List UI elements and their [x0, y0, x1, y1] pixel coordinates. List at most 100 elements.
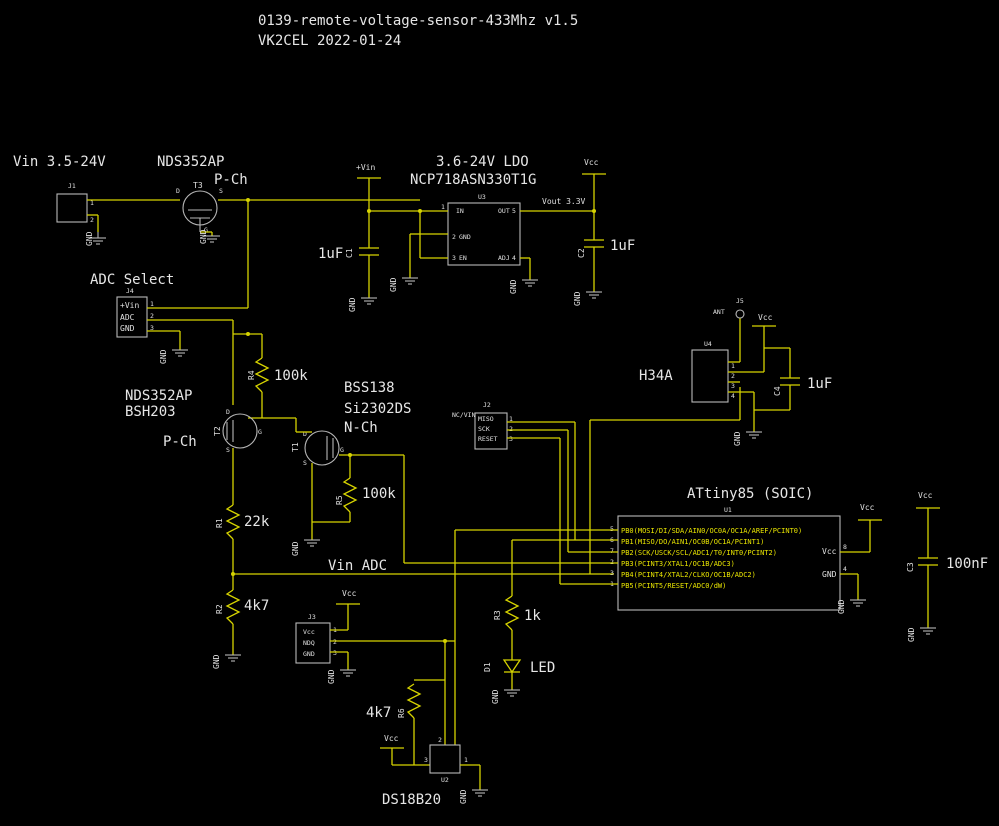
svg-text:GND: GND: [303, 650, 315, 658]
svg-text:Vcc: Vcc: [822, 547, 837, 556]
t2-type-label: P-Ch: [163, 434, 197, 450]
svg-text:R6: R6: [397, 708, 406, 718]
svg-text:PB4(PCINT4/XTAL2/CLKO/OC1B/ADC: PB4(PCINT4/XTAL2/CLKO/OC1B/ADC2): [621, 571, 756, 579]
c2-capacitor: C2: [577, 239, 604, 258]
svg-text:5: 5: [512, 207, 516, 215]
gnd-symbol: GND: [159, 349, 188, 364]
svg-text:1: 1: [509, 415, 513, 423]
svg-text:GND: GND: [491, 689, 500, 704]
svg-text:2: 2: [333, 638, 337, 646]
svg-text:D: D: [226, 408, 230, 416]
r4-value: 100k: [274, 368, 308, 384]
ldo-part-label: NCP718ASN330T1G: [410, 172, 536, 188]
ds18b20-label: DS18B20: [382, 792, 441, 808]
gnd-symbol: GND: [85, 231, 106, 246]
svg-text:3: 3: [509, 435, 513, 443]
vcc-label: Vcc: [584, 158, 599, 167]
vcc-label: Vcc: [342, 589, 357, 598]
svg-text:D1: D1: [483, 662, 492, 672]
svg-text:G: G: [204, 226, 208, 234]
r3-value: 1k: [524, 608, 541, 624]
svg-text:GND: GND: [459, 789, 468, 804]
svg-text:R1: R1: [215, 518, 224, 528]
ldo-range-label: 3.6-24V LDO: [436, 154, 529, 170]
svg-text:J1: J1: [68, 182, 76, 190]
t1-type-label: N-Ch: [344, 420, 378, 436]
svg-text:S: S: [219, 187, 223, 195]
svg-text:GND: GND: [327, 669, 336, 684]
svg-text:T1: T1: [291, 442, 300, 452]
vin-range-label: Vin 3.5-24V: [13, 154, 106, 170]
title-line-1: 0139-remote-voltage-sensor-433Mhz v1.5: [258, 13, 578, 29]
r3-resistor: R3: [493, 595, 520, 631]
svg-text:2: 2: [438, 736, 442, 744]
gnd-symbol: GND: [459, 789, 488, 804]
svg-text:1: 1: [150, 300, 154, 308]
svg-text:U3: U3: [478, 193, 486, 201]
svg-text:2: 2: [90, 216, 94, 224]
r4-resistor: R4: [247, 357, 270, 393]
svg-text:1: 1: [441, 203, 445, 211]
svg-text:GND: GND: [212, 654, 221, 669]
c2-value: 1uF: [610, 238, 635, 254]
svg-text:PB5(PCINT5/RESET/ADC0/dW): PB5(PCINT5/RESET/ADC0/dW): [621, 582, 726, 590]
gnd-symbol: GND: [837, 599, 866, 614]
gnd-symbol: GND: [389, 277, 418, 292]
svg-text:J2: J2: [483, 401, 491, 409]
svg-text:2: 2: [452, 233, 456, 241]
gnd-symbol: GND: [327, 669, 356, 684]
gnd-symbol: GND: [491, 689, 520, 704]
vcc-label: Vcc: [758, 313, 773, 322]
svg-text:PB3(PCINT3/XTAL1/OC1B/ADC3): PB3(PCINT3/XTAL1/OC1B/ADC3): [621, 560, 735, 568]
svg-text:PB2(SCK/USCK/SCL/ADC1/T0/INT0/: PB2(SCK/USCK/SCL/ADC1/T0/INT0/PCINT2): [621, 549, 777, 557]
svg-text:SCK: SCK: [478, 425, 490, 433]
svg-text:GND: GND: [85, 231, 94, 246]
c3-capacitor: C3: [906, 557, 938, 572]
svg-text:GND: GND: [389, 277, 398, 292]
svg-text:GND: GND: [199, 229, 208, 244]
svg-text:IN: IN: [456, 207, 464, 215]
svg-text:GND: GND: [837, 599, 846, 614]
svg-text:GND: GND: [159, 349, 168, 364]
svg-text:T2: T2: [213, 426, 222, 436]
svg-text:T3: T3: [193, 181, 203, 190]
svg-text:GND: GND: [573, 291, 582, 306]
d1-led: D1: [483, 659, 522, 674]
svg-text:G: G: [340, 446, 344, 454]
svg-text:Vcc: Vcc: [303, 628, 315, 636]
svg-text:5: 5: [610, 525, 614, 533]
r6-resistor: R6: [397, 683, 422, 719]
t1-part1-label: BSS138: [344, 380, 395, 396]
vcc-label: Vcc: [860, 503, 875, 512]
svg-text:GND: GND: [120, 324, 135, 333]
svg-text:1: 1: [731, 362, 735, 370]
gnd-symbol: GND: [291, 539, 320, 556]
t3-type-label: P-Ch: [214, 172, 248, 188]
svg-text:ADJ: ADJ: [498, 254, 510, 262]
svg-text:2: 2: [610, 558, 614, 566]
svg-text:1: 1: [90, 199, 94, 207]
svg-text:J4: J4: [126, 287, 134, 295]
svg-text:S: S: [303, 459, 307, 467]
gnd-symbol: GND: [907, 627, 936, 642]
svg-text:C1: C1: [345, 248, 354, 258]
svg-text:3: 3: [610, 569, 614, 577]
gnd-symbol: GND: [212, 654, 241, 669]
vout-label: Vout 3.3V: [542, 197, 586, 206]
c4-capacitor: C4: [773, 377, 800, 396]
svg-text:3: 3: [333, 649, 337, 657]
svg-text:3: 3: [150, 324, 154, 332]
svg-text:2: 2: [731, 372, 735, 380]
r1-value: 22k: [244, 514, 270, 530]
ant-label: ANT: [713, 308, 725, 316]
t2-transistor: T2 D G S: [213, 408, 262, 454]
svg-text:1: 1: [464, 756, 468, 764]
svg-text:GND: GND: [459, 233, 471, 241]
t2-part1-label: NDS352AP: [125, 388, 192, 404]
t1-part2-label: Si2302DS: [344, 401, 411, 417]
j5-ref: J5: [736, 297, 744, 305]
svg-text:U4: U4: [704, 340, 712, 348]
t1-transistor: T1 D G S: [291, 430, 344, 467]
svg-text:MISO: MISO: [478, 415, 494, 423]
